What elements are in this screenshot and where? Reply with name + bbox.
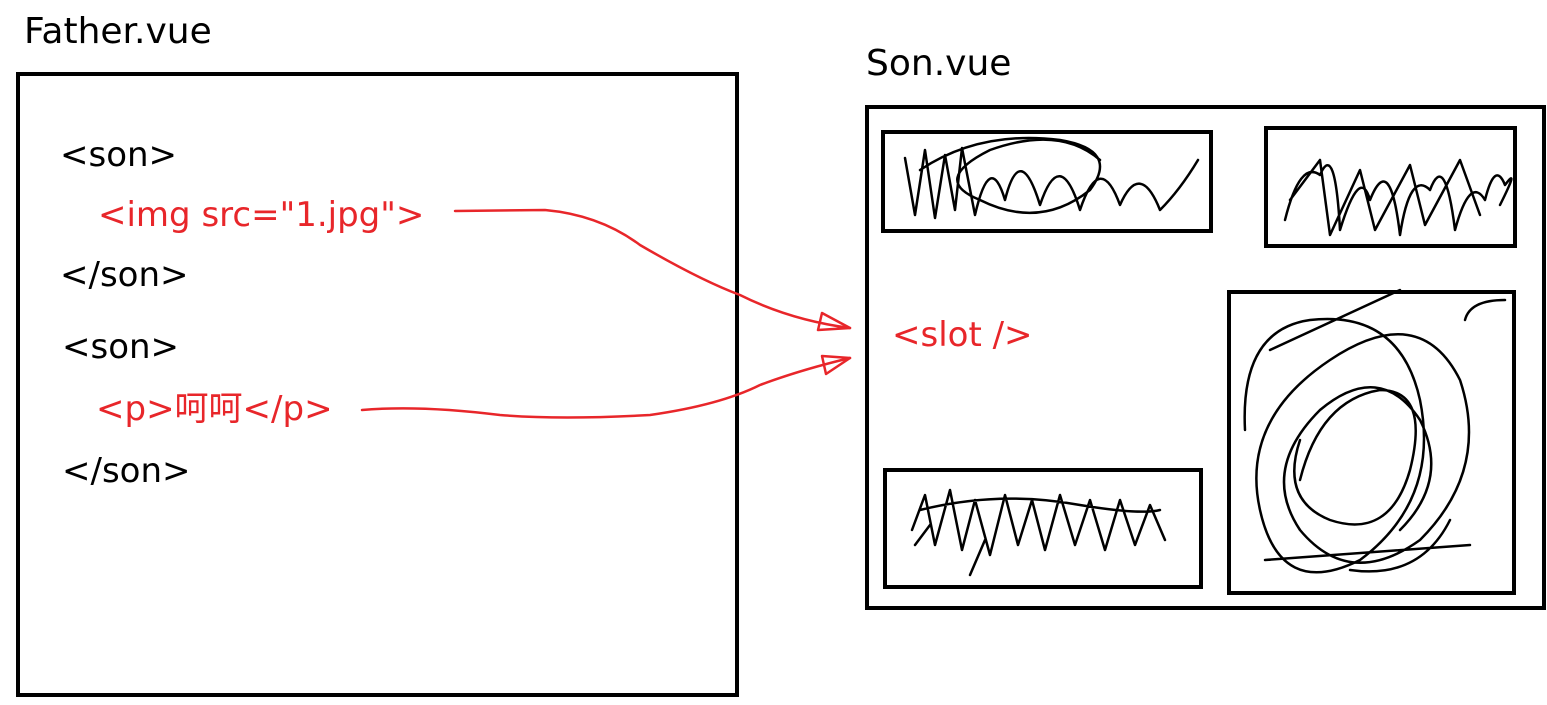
- son-component-box: [865, 105, 1546, 610]
- placeholder-block-right: [1227, 290, 1516, 595]
- son-title: Son.vue: [866, 43, 1012, 84]
- placeholder-block-bottom-left: [883, 468, 1203, 589]
- son-open-tag-1: <son>: [60, 135, 178, 175]
- slot-tag: <slot />: [892, 315, 1033, 355]
- son-open-tag-2: <son>: [62, 327, 180, 367]
- son-close-tag-1: </son>: [60, 255, 189, 295]
- arrowhead-p-to-slot: [820, 354, 852, 376]
- placeholder-block-top-left: [881, 130, 1213, 233]
- p-tag-line: <p>呵呵</p>: [96, 389, 333, 429]
- arrowhead-img-to-slot: [816, 311, 852, 332]
- img-tag-line: <img src="1.jpg">: [98, 195, 425, 235]
- son-close-tag-2: </son>: [62, 451, 191, 491]
- placeholder-block-top-right: [1264, 126, 1517, 248]
- father-title: Father.vue: [24, 11, 212, 52]
